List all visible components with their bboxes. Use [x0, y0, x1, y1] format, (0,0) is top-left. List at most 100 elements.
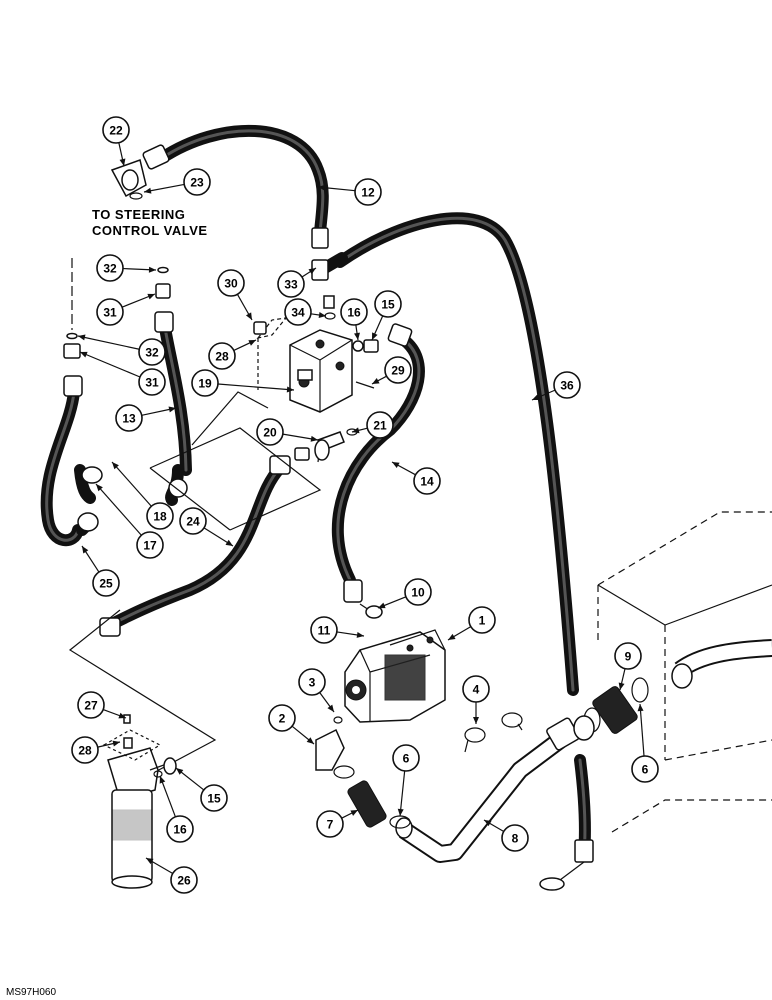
callout-number: 22	[109, 124, 123, 138]
assembly-reference-lines	[68, 391, 322, 781]
callout-c4: 4	[462, 675, 490, 724]
callout-c9: 9	[614, 642, 642, 691]
callout-c16a: 16	[340, 298, 368, 341]
callout-number: 3	[309, 676, 316, 690]
callout-arrowhead	[112, 462, 119, 470]
callout-c7: 7	[316, 809, 359, 838]
callout-circle	[298, 668, 326, 696]
callout-circle	[170, 866, 198, 894]
callout-arrowhead	[225, 539, 233, 546]
figure-id: MS97H060	[6, 987, 56, 998]
annotation-line-1: TO STEERING	[92, 207, 185, 222]
callout-arrowhead	[176, 768, 184, 775]
callout-c31b: 31	[79, 351, 166, 396]
callout-c6b: 6	[631, 703, 659, 783]
callout-c20: 20	[256, 418, 319, 446]
callout-number: 23	[190, 176, 204, 190]
callout-number: 17	[143, 539, 157, 553]
callout-circle	[553, 371, 581, 399]
callout-number: 27	[84, 699, 98, 713]
callout-arrowhead	[392, 462, 400, 468]
callout-c28a: 28	[208, 339, 257, 370]
callout-c24: 24	[179, 507, 234, 547]
hose-13	[154, 311, 192, 506]
callout-circle	[191, 369, 219, 397]
callout-circle	[354, 178, 382, 206]
callout-number: 14	[420, 475, 434, 489]
callout-arrowhead	[318, 184, 326, 191]
callout-arrowhead	[96, 484, 103, 492]
callout-number: 9	[625, 650, 632, 664]
callout-number: 30	[224, 277, 238, 291]
callout-c33: 33	[277, 267, 317, 298]
callout-circle	[96, 298, 124, 326]
callout-circle	[102, 116, 130, 144]
callout-c23: 23	[143, 168, 211, 196]
callout-arrowhead	[397, 808, 404, 816]
callout-arrowhead	[637, 704, 644, 712]
callout-circle	[468, 606, 496, 634]
callout-leader	[95, 483, 142, 536]
callout-leader	[111, 461, 152, 507]
callout-arrowhead	[168, 406, 176, 413]
callout-c11: 11	[310, 616, 365, 644]
callout-c31a: 31	[96, 293, 156, 326]
callout-number: 31	[103, 306, 117, 320]
callout-c12: 12	[317, 178, 382, 206]
callout-arrowhead	[448, 633, 456, 640]
callout-c15a: 15	[371, 290, 402, 341]
callout-leader	[217, 383, 295, 391]
callout-arrowhead	[306, 737, 314, 744]
callout-arrowhead	[484, 820, 492, 827]
callout-circle	[71, 736, 99, 764]
callout-number: 15	[207, 792, 221, 806]
callout-arrowhead	[78, 334, 86, 341]
suction-pipe-8	[395, 717, 580, 863]
callout-c26: 26	[145, 857, 198, 894]
callout-c32b: 32	[77, 334, 166, 366]
callout-circle	[77, 691, 105, 719]
callout-number: 10	[411, 586, 425, 600]
callout-circle	[200, 784, 228, 812]
tank-inlet-hose-9	[573, 639, 772, 741]
callout-circle	[146, 502, 174, 530]
callout-circle	[413, 467, 441, 495]
callout-number: 28	[215, 350, 229, 364]
callout-c13: 13	[115, 404, 177, 432]
callout-circle	[392, 744, 420, 772]
adapter-fittings-31-32	[63, 258, 171, 359]
callout-c14: 14	[391, 461, 441, 495]
tee-fitting-20	[314, 428, 358, 463]
callout-c27: 27	[77, 691, 127, 719]
callout-arrowhead	[245, 312, 252, 320]
callout-number: 28	[78, 744, 92, 758]
callout-number: 6	[403, 752, 410, 766]
callout-number: 11	[318, 624, 331, 638]
hose-24	[99, 447, 310, 637]
callout-arrowhead	[354, 332, 360, 340]
suction-hose-7	[333, 765, 411, 829]
callout-arrowhead	[618, 682, 625, 690]
callout-c34: 34	[284, 298, 327, 326]
callout-c1: 1	[447, 606, 496, 641]
callout-c36: 36	[531, 371, 581, 401]
callout-number: 29	[391, 364, 405, 378]
callout-arrowhead	[148, 266, 156, 273]
callout-number: 15	[381, 298, 395, 312]
callout-arrowhead	[112, 740, 120, 747]
callout-number: 26	[177, 874, 191, 888]
callout-arrowhead	[318, 312, 326, 318]
callout-circle	[208, 342, 236, 370]
callout-arrowhead	[356, 631, 364, 638]
callout-arrowhead	[119, 158, 126, 166]
callout-number: 34	[291, 306, 305, 320]
callout-leader	[399, 770, 406, 817]
tank-return-hose	[539, 754, 594, 891]
callout-circle	[138, 368, 166, 396]
callout-arrowhead	[82, 546, 89, 554]
callout-circle	[284, 298, 312, 326]
callout-arrowhead	[350, 810, 358, 816]
callout-c15b: 15	[175, 767, 228, 812]
callout-number: 2	[279, 712, 286, 726]
callout-number: 1	[479, 614, 486, 628]
